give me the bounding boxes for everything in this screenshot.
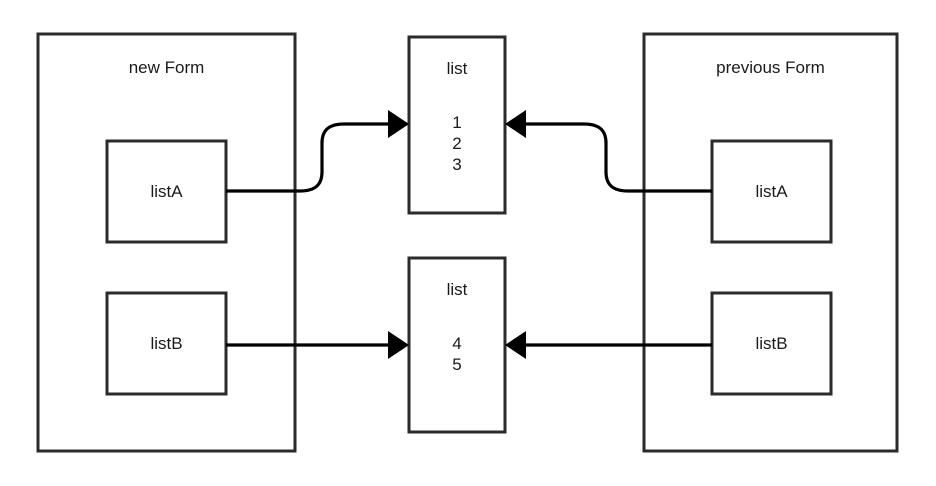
list-value: 4 — [452, 334, 462, 353]
list-box-top[interactable] — [407, 35, 507, 215]
list-title-top: list — [446, 59, 468, 78]
field-box-new-form-lista[interactable] — [105, 139, 228, 244]
container-title-previous-form: previous Form — [716, 58, 825, 77]
connector-previous-lista-to-list-top — [526, 122, 712, 193]
list-value: 2 — [452, 134, 462, 153]
arrowhead-new-listb — [388, 331, 409, 359]
field-label-new-form-lista: listA — [150, 182, 183, 201]
connector-new-lista-to-list-top — [226, 122, 388, 193]
list-values-top: 1 2 3 — [409, 112, 505, 175]
list-value: 5 — [452, 355, 462, 374]
field-box-previous-form-lista[interactable] — [710, 139, 833, 244]
field-label-new-form-listb: listB — [150, 334, 183, 353]
container-title-new-form: new Form — [128, 58, 205, 77]
arrowhead-previous-listb — [505, 331, 526, 359]
list-title-bottom: list — [446, 280, 468, 299]
arrowhead-previous-lista — [505, 110, 526, 138]
arrowhead-new-lista — [388, 110, 409, 138]
field-label-previous-form-lista: listA — [755, 182, 788, 201]
field-label-previous-form-listb: listB — [755, 334, 788, 353]
list-value: 1 — [452, 113, 462, 132]
list-value: 3 — [452, 155, 462, 174]
